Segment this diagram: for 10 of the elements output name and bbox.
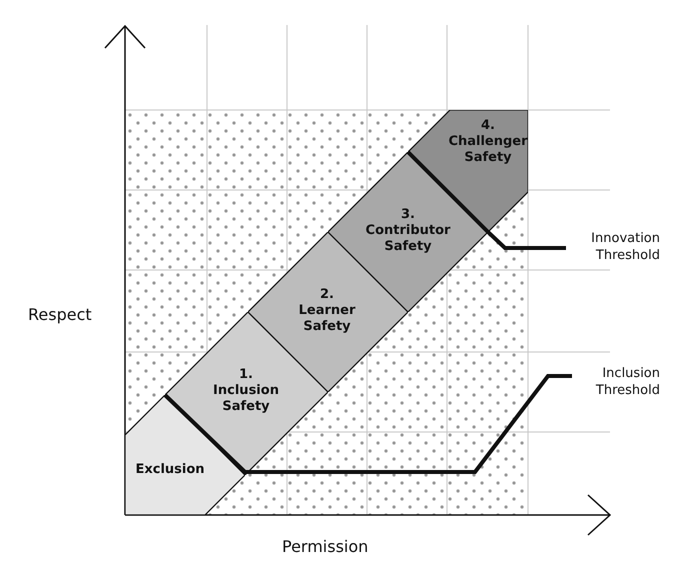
stage-label: Exclusion — [135, 462, 205, 478]
axis-label: Respect — [28, 305, 92, 324]
threshold-label: Innovation Threshold — [590, 230, 660, 264]
stage-label: 1. Inclusion Safety — [213, 367, 279, 415]
stage-label: 2. Learner Safety — [298, 287, 356, 335]
axis-label: Permission — [282, 537, 368, 556]
stage-label: 3. Contributor Safety — [366, 207, 450, 255]
threshold-label: Inclusion Threshold — [594, 365, 660, 399]
leader-line — [406, 150, 566, 250]
stage-label: 4. Challenger Safety — [448, 118, 528, 166]
